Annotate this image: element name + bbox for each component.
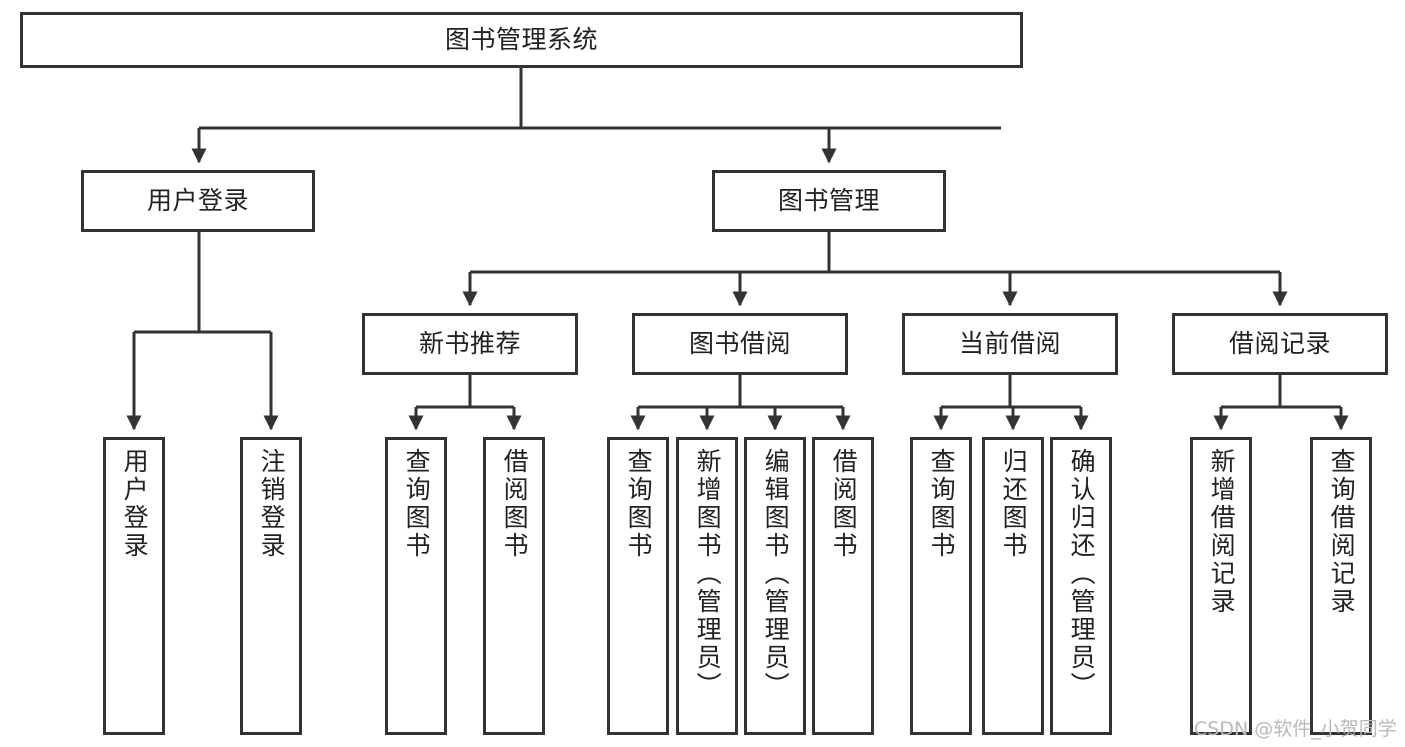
- node-leaf-borrow-book-2[interactable]: 借阅图书: [812, 437, 874, 735]
- node-leaf-add-record[interactable]: 新增借阅记录: [1190, 437, 1252, 735]
- node-leaf-borrow-book-1[interactable]: 借阅图书: [483, 437, 545, 735]
- node-leaf-confirm-return-label: 确认归还（管理员）: [1067, 448, 1097, 700]
- node-leaf-user-login-label: 用户登录: [120, 448, 150, 560]
- node-leaf-confirm-return[interactable]: 确认归还（管理员）: [1050, 437, 1112, 735]
- node-leaf-edit-book-label: 编辑图书（管理员）: [761, 448, 791, 700]
- node-leaf-logout[interactable]: 注销登录: [240, 437, 302, 735]
- node-leaf-query-book-1[interactable]: 查询图书: [385, 437, 447, 735]
- node-book-manage-label: 图书管理: [777, 186, 880, 216]
- node-leaf-query-book-3[interactable]: 查询图书: [910, 437, 972, 735]
- node-leaf-query-record[interactable]: 查询借阅记录: [1310, 437, 1372, 735]
- node-leaf-add-book-label: 新增图书（管理员）: [693, 448, 723, 700]
- node-leaf-edit-book[interactable]: 编辑图书（管理员）: [744, 437, 806, 735]
- node-leaf-query-record-label: 查询借阅记录: [1327, 448, 1357, 616]
- node-leaf-user-login[interactable]: 用户登录: [103, 437, 165, 735]
- csdn-watermark: CSDN @软件_小贺同学: [1194, 718, 1397, 740]
- node-book-manage[interactable]: 图书管理: [712, 170, 946, 232]
- node-leaf-query-book-3-label: 查询图书: [927, 448, 957, 560]
- node-leaf-add-book[interactable]: 新增图书（管理员）: [676, 437, 738, 735]
- node-current-borrow-label: 当前借阅: [958, 329, 1061, 359]
- node-leaf-return-book-label: 归还图书: [999, 448, 1029, 560]
- node-leaf-query-book-2-label: 查询图书: [624, 448, 654, 560]
- node-book-borrow-label: 图书借阅: [688, 329, 791, 359]
- node-user-login[interactable]: 用户登录: [81, 170, 315, 232]
- node-new-book-recommend[interactable]: 新书推荐: [362, 313, 578, 375]
- node-leaf-return-book[interactable]: 归还图书: [982, 437, 1044, 735]
- node-root[interactable]: 图书管理系统: [20, 12, 1023, 68]
- node-book-borrow[interactable]: 图书借阅: [632, 313, 848, 375]
- node-borrow-record[interactable]: 借阅记录: [1172, 313, 1388, 375]
- node-root-label: 图书管理系统: [444, 25, 598, 55]
- node-leaf-query-book-2[interactable]: 查询图书: [607, 437, 669, 735]
- node-leaf-borrow-book-2-label: 借阅图书: [829, 448, 859, 560]
- node-leaf-query-book-1-label: 查询图书: [402, 448, 432, 560]
- node-borrow-record-label: 借阅记录: [1228, 329, 1331, 359]
- node-leaf-logout-label: 注销登录: [257, 448, 287, 560]
- node-leaf-add-record-label: 新增借阅记录: [1207, 448, 1237, 616]
- node-user-login-label: 用户登录: [146, 186, 249, 216]
- node-new-book-recommend-label: 新书推荐: [418, 329, 521, 359]
- node-leaf-borrow-book-1-label: 借阅图书: [500, 448, 530, 560]
- node-current-borrow[interactable]: 当前借阅: [902, 313, 1118, 375]
